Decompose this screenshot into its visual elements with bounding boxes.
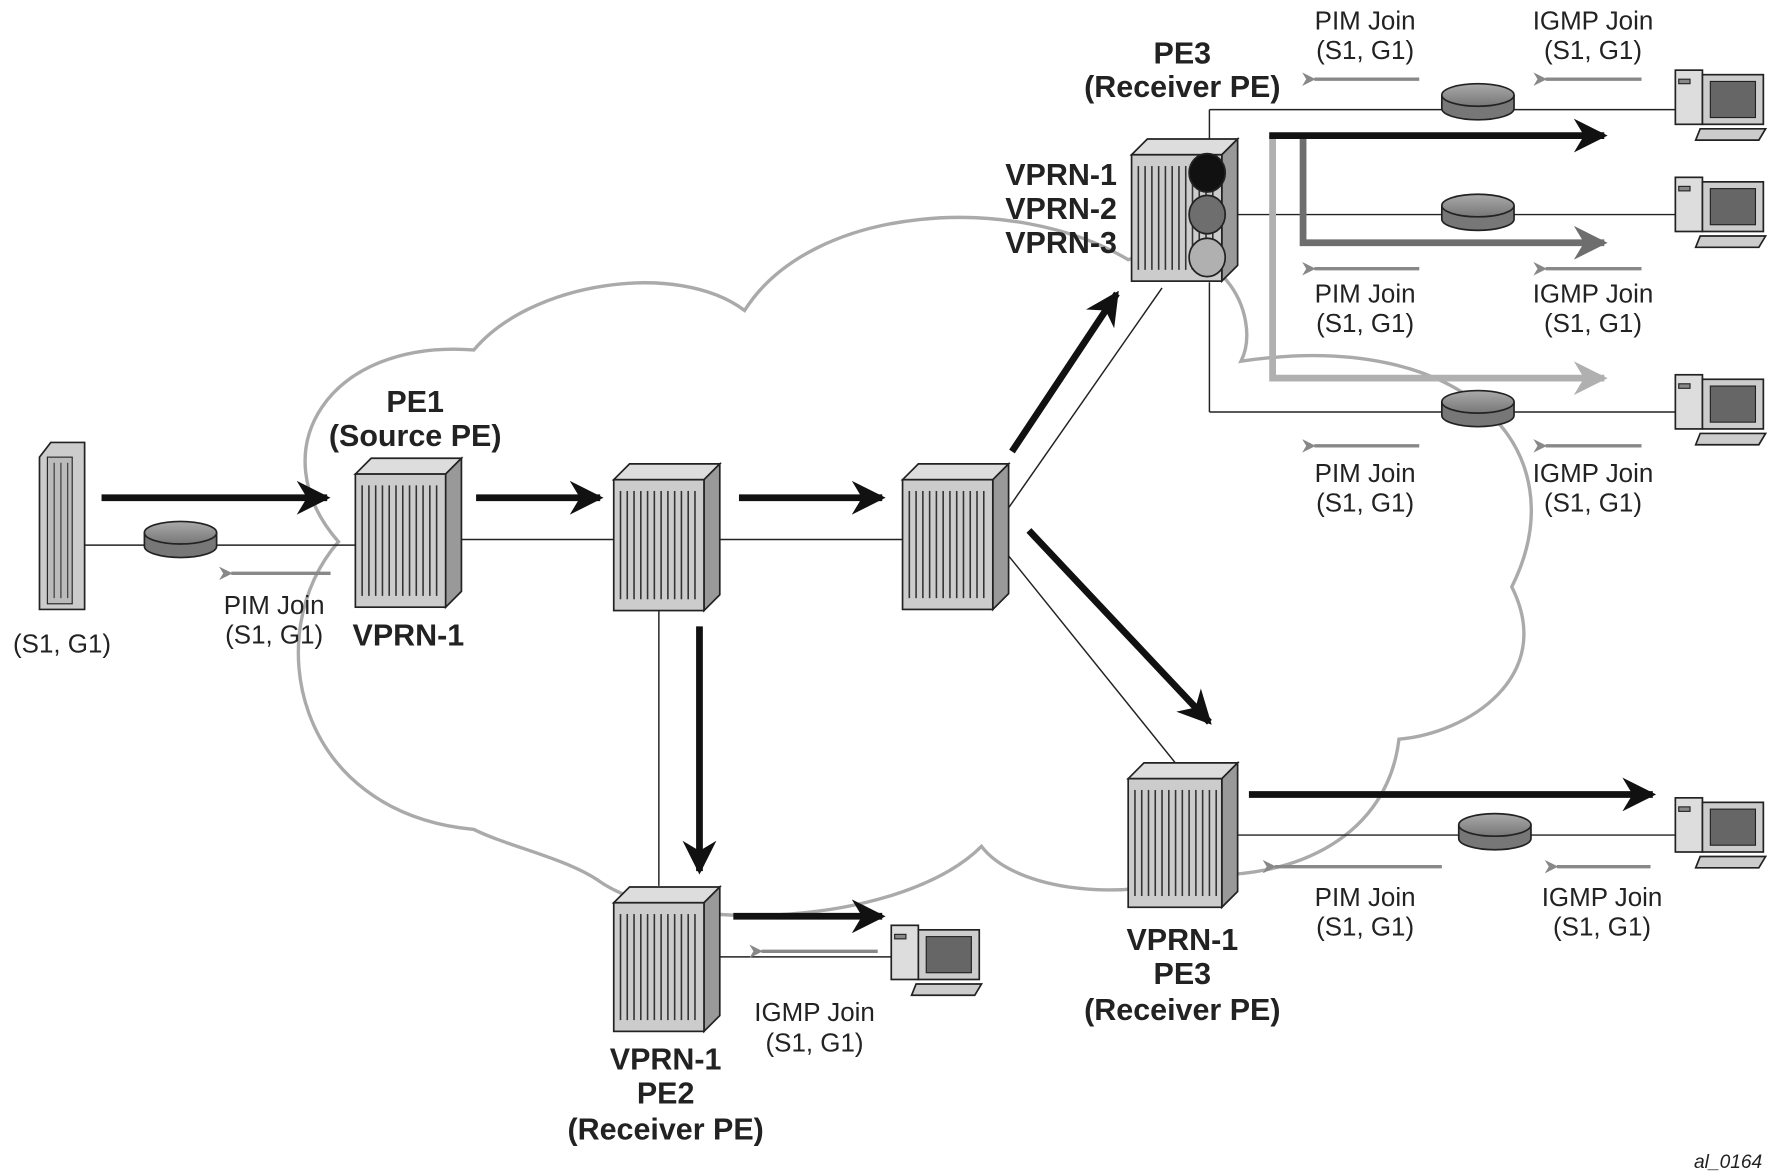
host-computer-icon — [1674, 69, 1768, 141]
svg-text:(S1, G1): (S1, G1) — [766, 1030, 864, 1058]
link-line — [992, 287, 1163, 531]
pe1-router — [353, 456, 464, 610]
pim-join-labels: PIM Join(S1, G1) PIM Join(S1, G1) PIM Jo… — [1315, 8, 1416, 942]
svg-text:PE1: PE1 — [386, 385, 444, 419]
igmp-join-labels: IGMP Join(S1, G1) IGMP Join(S1, G1) IGMP… — [1533, 8, 1663, 942]
pe2-router — [611, 884, 722, 1034]
svg-text:(S1, G1): (S1, G1) — [1544, 310, 1642, 338]
svg-text:(Receiver PE): (Receiver PE) — [567, 1113, 763, 1147]
svg-text:IGMP Join: IGMP Join — [1542, 884, 1663, 912]
router-icon — [1440, 193, 1515, 232]
svg-text:VPRN-1: VPRN-1 — [610, 1043, 722, 1077]
svg-text:VPRN-1: VPRN-1 — [1005, 158, 1117, 192]
host-computer-icon — [1674, 373, 1768, 446]
svg-text:VPRN-1: VPRN-1 — [1126, 923, 1238, 957]
link-line — [1005, 552, 1180, 768]
svg-text:VPRN-3: VPRN-3 — [1005, 226, 1117, 260]
pe3-bottom-label: VPRN-1 PE3 (Receiver PE) — [1084, 923, 1280, 1027]
multicast-traffic-arrow — [1299, 135, 1608, 260]
svg-text:IGMP Join: IGMP Join — [1533, 8, 1654, 36]
pe3-top-router — [1129, 136, 1240, 284]
svg-text:(S1, G1): (S1, G1) — [1544, 37, 1642, 65]
svg-text:VPRN-1: VPRN-1 — [353, 619, 465, 653]
multicast-source — [38, 441, 86, 611]
pe3-top-label: PE3 (Receiver PE) — [1084, 36, 1280, 104]
svg-text:IGMP Join: IGMP Join — [1533, 281, 1654, 309]
router-icon — [1457, 812, 1532, 851]
host-computer-icon — [1674, 176, 1768, 249]
vprn-3-instance — [1188, 237, 1227, 278]
svg-text:IGMP Join: IGMP Join — [1533, 460, 1654, 488]
router-icon — [1440, 82, 1515, 121]
svg-text:PIM Join: PIM Join — [1315, 8, 1416, 36]
network-cloud — [296, 215, 1533, 918]
host-computer-icon — [890, 924, 984, 997]
svg-text:PIM Join: PIM Join — [1315, 884, 1416, 912]
links — [78, 108, 1676, 958]
pe3-vprn-labels: VPRN-1 VPRN-2 VPRN-3 — [1005, 158, 1117, 260]
svg-text:(S1, G1): (S1, G1) — [1316, 310, 1414, 338]
svg-text:(Source PE): (Source PE) — [329, 419, 502, 453]
router-icon — [1440, 389, 1515, 428]
svg-text:PE2: PE2 — [637, 1077, 695, 1111]
core-router-1 — [611, 461, 722, 613]
svg-text:PIM Join: PIM Join — [1315, 281, 1416, 309]
svg-text:PIM Join: PIM Join — [224, 592, 325, 620]
core-router-2 — [900, 461, 1011, 612]
pe2-label: VPRN-1 PE2 (Receiver PE) IGMP Join (S1, … — [567, 999, 874, 1146]
svg-text:VPRN-2: VPRN-2 — [1005, 192, 1117, 226]
svg-text:PE3: PE3 — [1154, 957, 1212, 991]
svg-text:(Receiver PE): (Receiver PE) — [1084, 993, 1280, 1027]
svg-text:(Receiver PE): (Receiver PE) — [1084, 70, 1280, 104]
pe1-label: PE1 (Source PE) VPRN-1 PIM Join (S1, G1) — [224, 385, 502, 653]
source-label: (S1, G1) — [13, 630, 111, 658]
vprn-2-instance — [1188, 194, 1227, 235]
svg-text:(S1, G1): (S1, G1) — [225, 621, 323, 649]
pe3-bottom-router — [1126, 760, 1240, 910]
svg-text:(S1, G1): (S1, G1) — [1316, 489, 1414, 517]
multicast-traffic-arrow — [1269, 135, 1608, 396]
svg-text:PIM Join: PIM Join — [1315, 460, 1416, 488]
multicast-traffic-arrow — [1026, 528, 1212, 725]
svg-text:(S1, G1): (S1, G1) — [1544, 489, 1642, 517]
svg-text:(S1, G1): (S1, G1) — [13, 630, 111, 658]
svg-text:PE3: PE3 — [1154, 36, 1212, 70]
svg-text:(S1, G1): (S1, G1) — [1316, 913, 1414, 941]
svg-text:(S1, G1): (S1, G1) — [1316, 37, 1414, 65]
multicast-traffic-arrow — [1009, 290, 1120, 454]
vprn-1-instance — [1188, 152, 1227, 193]
svg-text:(S1, G1): (S1, G1) — [1553, 913, 1651, 941]
router-icon — [143, 520, 218, 559]
figure-id: al_0164 — [1694, 1152, 1762, 1173]
svg-text:IGMP Join: IGMP Join — [754, 999, 875, 1027]
host-computer-icon — [1674, 796, 1768, 869]
